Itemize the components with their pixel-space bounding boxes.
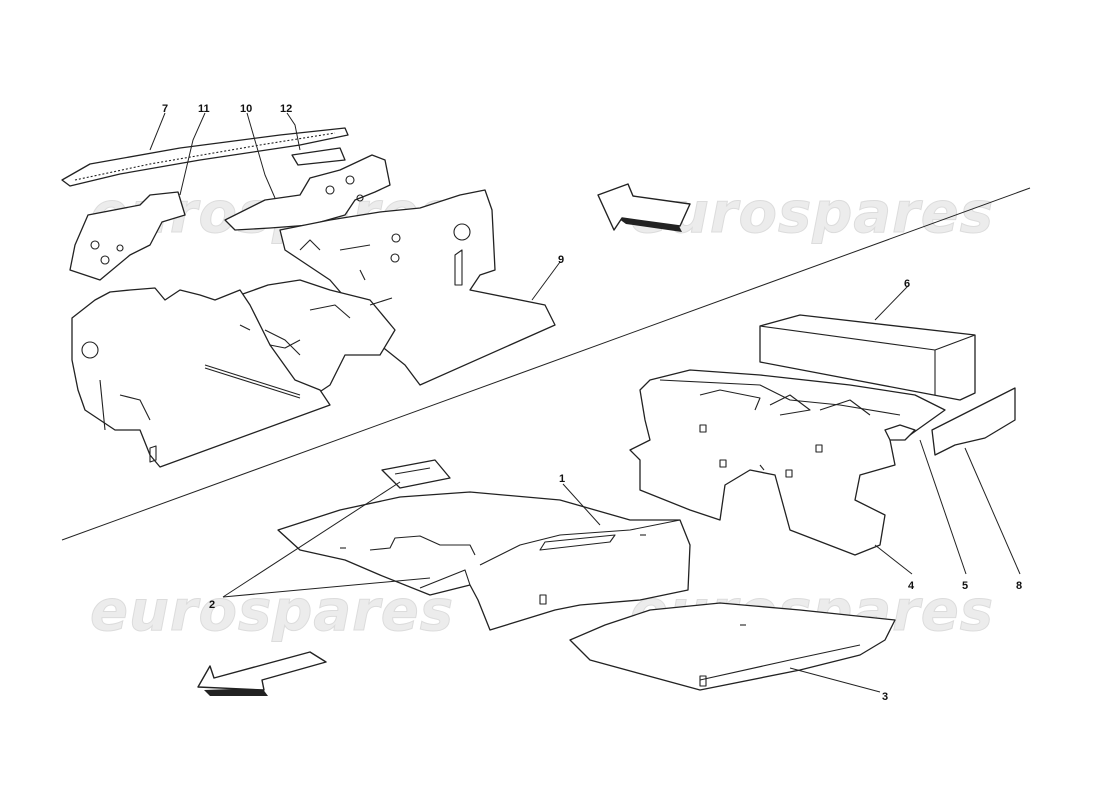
watermark-top-right: eurospares <box>630 181 994 246</box>
callout-1: 1 <box>559 473 565 485</box>
part-9 <box>71 189 556 468</box>
callout-12: 12 <box>280 103 292 115</box>
callout-9: 9 <box>558 254 564 266</box>
divider-line <box>61 187 1031 541</box>
callout-6: 6 <box>904 278 910 290</box>
part-8 <box>931 387 1016 456</box>
callout-5: 5 <box>962 580 968 592</box>
part-3 <box>569 602 896 691</box>
part-4 <box>629 369 946 556</box>
callout-7: 7 <box>162 103 168 115</box>
callout-4: 4 <box>908 580 915 592</box>
part-5 <box>884 424 916 441</box>
watermark-bottom-left: eurospares <box>90 579 454 644</box>
part-11 <box>69 191 186 281</box>
part-1 <box>277 491 691 631</box>
part-12 <box>291 147 346 166</box>
callout-3: 3 <box>882 691 888 703</box>
front-direction-arrow-bottom <box>197 651 327 696</box>
part-6 <box>759 314 976 401</box>
callout-labels: 7 11 10 12 9 6 1 2 4 5 8 3 <box>162 103 1022 703</box>
part-10 <box>224 154 391 231</box>
callout-10: 10 <box>240 103 252 115</box>
front-direction-arrow-top <box>597 183 691 232</box>
leader-lines <box>149 112 1021 693</box>
callout-2: 2 <box>209 599 215 611</box>
callout-8: 8 <box>1016 580 1022 592</box>
callout-11: 11 <box>198 103 210 115</box>
part-2-pad <box>381 459 451 489</box>
part-7 <box>61 127 349 187</box>
